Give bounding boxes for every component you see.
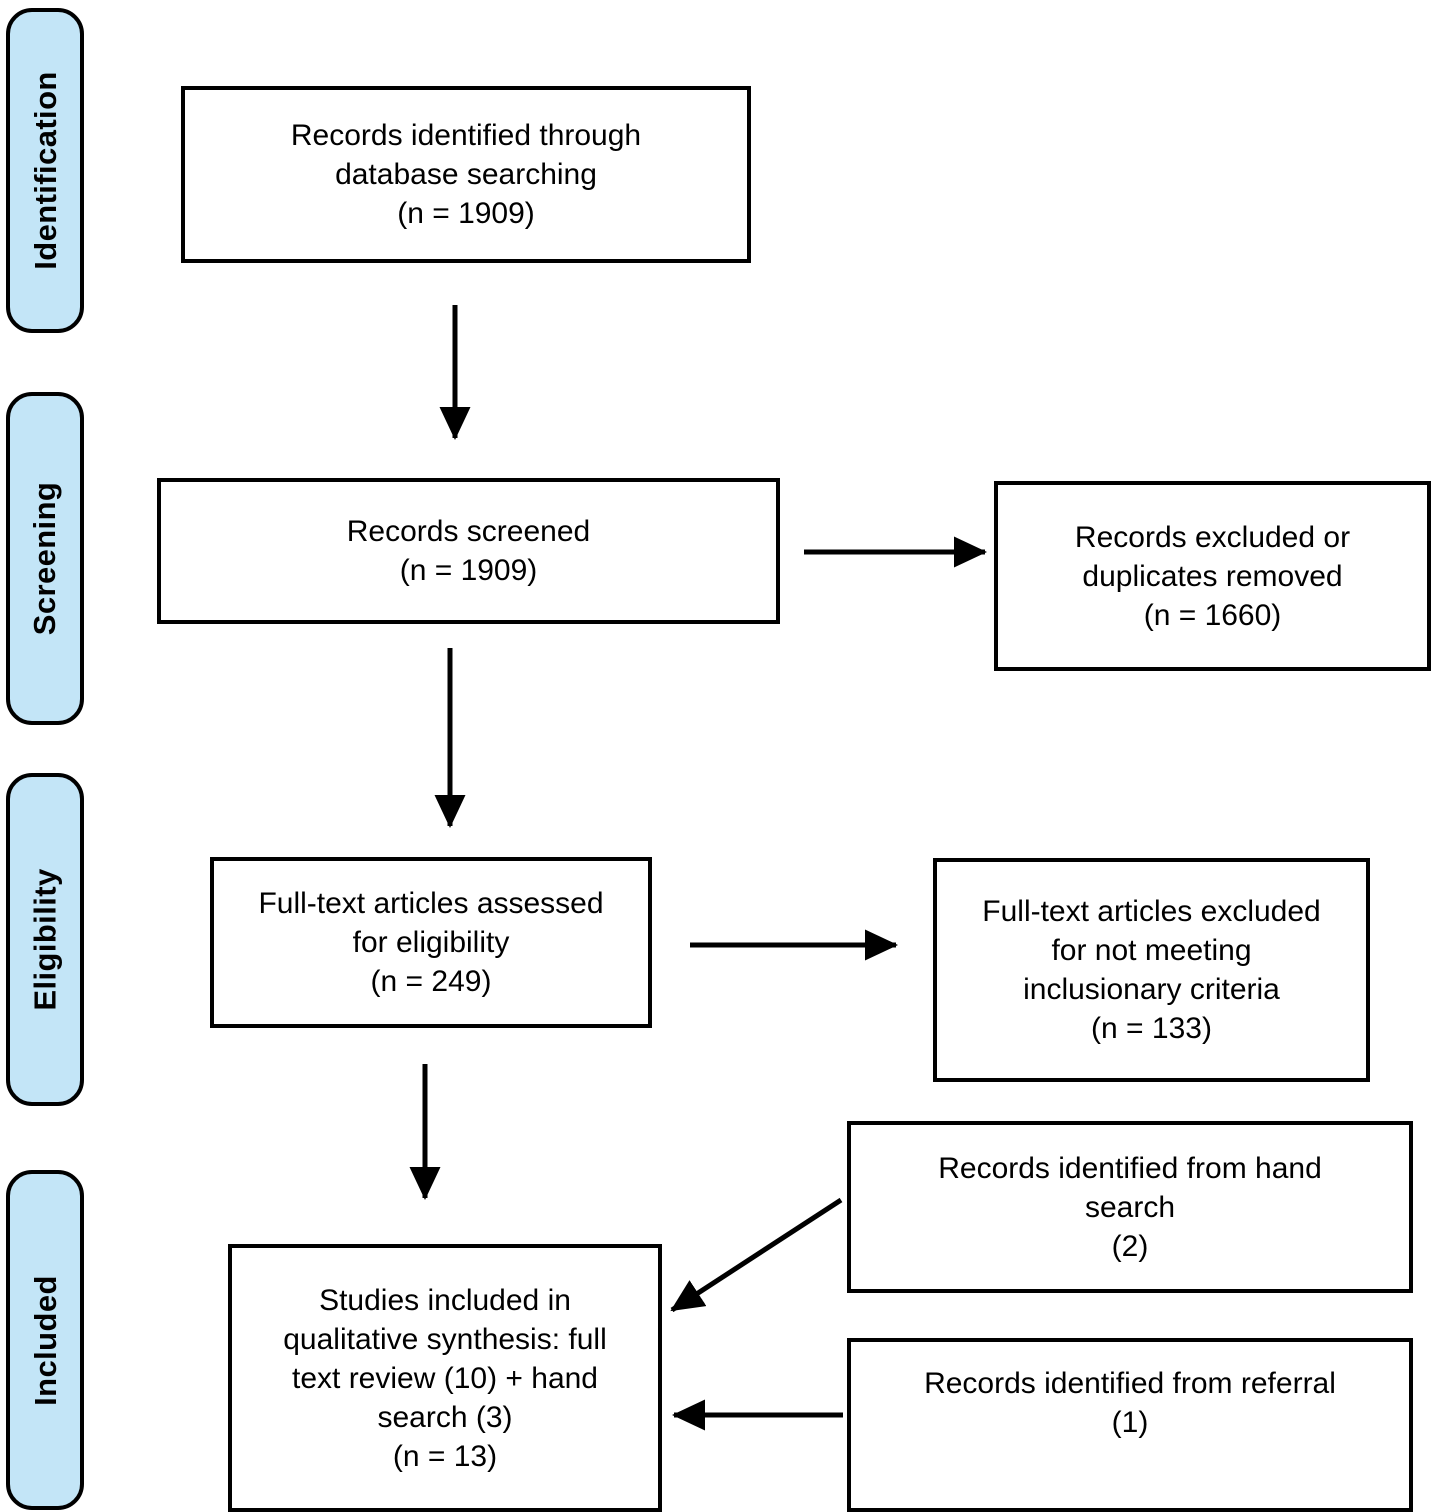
box-records-excluded: Records excluded or duplicates removed (…: [994, 481, 1431, 671]
box-records-identified-database-text: Records identified through database sear…: [290, 119, 642, 230]
box-studies-included-text: Studies included in qualitative synthesi…: [283, 1283, 607, 1473]
stage-label-eligibility: Eligibility: [6, 773, 84, 1106]
stage-label-identification: Identification: [6, 8, 84, 333]
box-records-excluded-text: Records excluded or duplicates removed (…: [1074, 520, 1351, 632]
box-hand-search: Records identified from hand search (2): [847, 1121, 1413, 1293]
box-fulltext-excluded: Full-text articles excluded for not meet…: [933, 858, 1370, 1082]
box-studies-included: Studies included in qualitative synthesi…: [228, 1244, 662, 1512]
arrow-hand-search-to-included: [670, 1197, 843, 1313]
box-records-screened-text: Records screened (n = 1909): [346, 515, 591, 587]
stage-label-included: Included: [6, 1170, 84, 1510]
box-fulltext-excluded-text: Full-text articles excluded for not meet…: [982, 895, 1321, 1045]
stage-label-eligibility-text: Eligibility: [27, 868, 63, 1011]
box-referral-text: Records identified from referral (1): [924, 1367, 1336, 1439]
stage-label-screening: Screening: [6, 392, 84, 725]
stage-label-screening-text: Screening: [27, 481, 63, 636]
stage-label-identification-text: Identification: [27, 71, 63, 270]
box-records-screened: Records screened (n = 1909): [157, 478, 780, 624]
box-records-identified-database: Records identified through database sear…: [181, 86, 751, 263]
box-fulltext-assessed: Full-text articles assessed for eligibil…: [210, 857, 652, 1028]
stage-label-included-text: Included: [27, 1274, 63, 1406]
box-fulltext-assessed-text: Full-text articles assessed for eligibil…: [258, 887, 604, 998]
box-hand-search-text: Records identified from hand search (2): [938, 1151, 1322, 1263]
box-referral: Records identified from referral (1): [847, 1338, 1413, 1512]
